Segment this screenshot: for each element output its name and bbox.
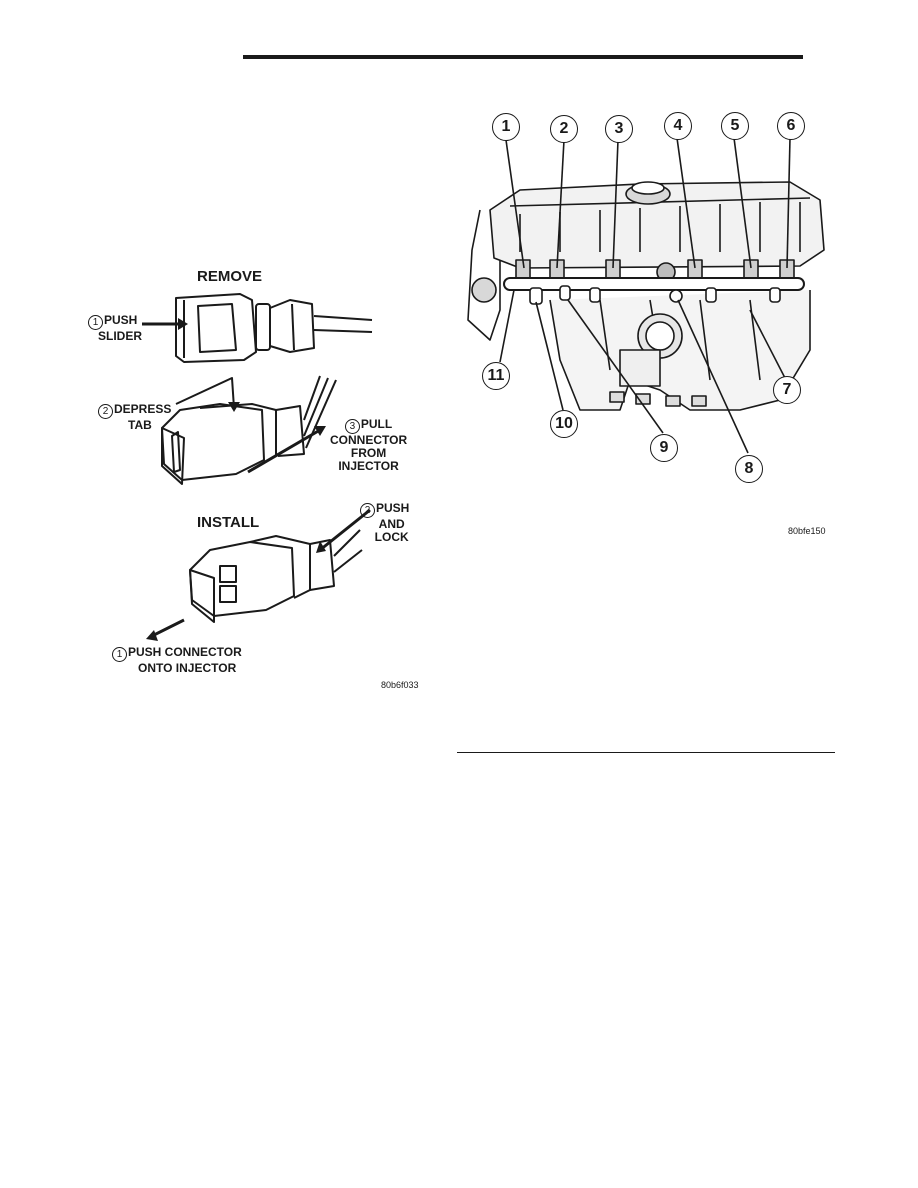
- callout-9: 9: [650, 434, 678, 462]
- fuel-rail-figure: [460, 110, 840, 490]
- connector-figure: [80, 260, 430, 700]
- callout-line: DEPRESS: [114, 402, 172, 416]
- callout-number: 1: [112, 647, 127, 662]
- callout-11: 11: [482, 362, 510, 390]
- callout-line: PULL: [360, 417, 393, 431]
- callout-3: 3: [605, 115, 633, 143]
- callout-6: 6: [777, 112, 805, 140]
- engine-drawing: [467, 137, 825, 454]
- install-heading: INSTALL: [197, 514, 260, 531]
- callout-4: 4: [664, 112, 692, 140]
- callout-number: 3: [344, 419, 360, 434]
- header-rule: [243, 55, 803, 59]
- callout-7: 7: [773, 376, 801, 404]
- section-rule: [457, 752, 835, 753]
- callout-number: 2: [98, 404, 113, 419]
- callout-number: 1: [88, 315, 103, 330]
- callout-8: 8: [735, 455, 763, 483]
- callout-line: ONTO INJECTOR: [138, 661, 237, 675]
- figure-code-left: 80b6f033: [381, 680, 419, 690]
- callout-line: FROM: [350, 446, 387, 460]
- connector-drawing: [142, 293, 373, 641]
- callout-line: CONNECTOR: [330, 433, 408, 447]
- callout-line: PUSH CONNECTOR: [128, 645, 242, 659]
- callout-line: AND: [378, 517, 405, 531]
- callout-1: 1: [492, 113, 520, 141]
- callout-number: 2: [360, 503, 375, 518]
- callout-line: PUSH: [104, 313, 138, 327]
- callout-5: 5: [721, 112, 749, 140]
- callout-line: TAB: [128, 418, 152, 432]
- remove-heading: REMOVE: [197, 268, 263, 285]
- callout-line: LOCK: [374, 530, 409, 544]
- figure-code-right: 80bfe150: [788, 526, 826, 536]
- callout-line: SLIDER: [98, 329, 143, 343]
- callout-10: 10: [550, 410, 578, 438]
- callout-line: INJECTOR: [338, 459, 399, 473]
- callout-line: PUSH: [376, 501, 410, 515]
- callout-2: 2: [550, 115, 578, 143]
